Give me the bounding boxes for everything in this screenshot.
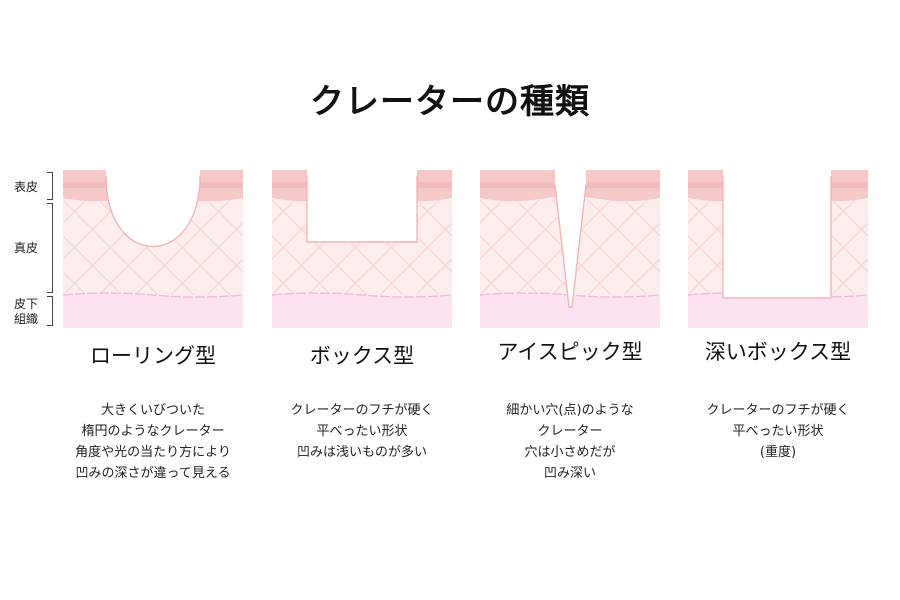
dermis-fiber (623, 199, 660, 296)
desc-line: 凹みの深さが違って見える (75, 466, 231, 481)
bracket-epidermis (46, 172, 53, 200)
dermis-fiber (379, 199, 452, 296)
desc-line: (重度) (759, 445, 797, 460)
skin-diagram-boxcar-svg (272, 170, 452, 328)
subcutaneous-boundary (63, 292, 243, 298)
dermis-fiber (206, 199, 243, 296)
subcutaneous-layer (688, 293, 868, 328)
bracket-subcutaneous (46, 296, 53, 326)
desc-icepick: 細かい穴(点)のような クレーター 穴は小さめだが 凹み深い (460, 400, 680, 484)
dermis-fiber (134, 199, 231, 296)
desc-line: 角度や光の当たり方により (75, 445, 231, 460)
dermis-fiber (170, 199, 243, 296)
dermis-fiber (688, 199, 712, 296)
skin-diagram-boxcar (272, 170, 452, 328)
dermis-fiber (480, 199, 504, 296)
desc-line: クレーターのフチが硬く (290, 403, 434, 418)
type-name-boxcar: ボックス型 (309, 344, 415, 368)
skin-diagram-icepick-svg (480, 170, 660, 328)
skin-diagram-deep-boxcar-svg (688, 170, 868, 328)
crater-outline (306, 176, 418, 243)
dermis-fiber (480, 199, 540, 296)
crater-outline (554, 184, 587, 308)
desc-rolling: 大きくいびついた 楕円のようなクレーター 角度や光の当たり方により 凹みの深さが… (43, 400, 263, 484)
epidermis-stratum (63, 182, 243, 188)
desc-line: 大きくいびついた (100, 403, 205, 418)
desc-line: 凹み深い (543, 466, 596, 481)
layer-label-dermis: 真皮 (13, 241, 38, 255)
type-name-deep-boxcar: 深いボックス型 (704, 340, 852, 364)
type-name-rolling: ローリング型 (90, 344, 216, 368)
layer-label-subcutaneous: 皮下 組織 (13, 297, 38, 326)
desc-line: クレーターのフチが硬く (706, 403, 850, 418)
subcutaneous-layer (272, 293, 452, 328)
dermis-fiber (63, 199, 87, 296)
subcutaneous-boundary (272, 292, 452, 298)
desc-line: 穴は小さめだが (524, 445, 616, 460)
skin-layers (63, 170, 243, 328)
page-title: クレーターの種類 (310, 82, 590, 122)
type-name-icepick: アイスピック型 (497, 340, 643, 364)
dermis-fiber (623, 199, 660, 296)
desc-line: 平べったい形状 (316, 424, 408, 439)
dermis-fiber (415, 199, 452, 296)
epidermis-stratum (688, 182, 868, 188)
desc-line: 細かい穴(点)のような (506, 403, 634, 418)
dermis-fiber (63, 199, 87, 296)
skin-layers (688, 170, 868, 328)
skin-diagram-rolling (63, 170, 243, 328)
subcutaneous-layer (480, 293, 660, 328)
layer-label-epidermis: 表皮 (13, 180, 38, 194)
desc-boxcar: クレーターのフチが硬く 平べったい形状 凹みは浅いものが多い (252, 400, 472, 463)
dermis-fiber (688, 199, 712, 296)
dermis-fiber (723, 199, 820, 296)
subcutaneous-layer (63, 293, 243, 328)
epidermis-stratum (480, 182, 660, 188)
skin-diagram-icepick (480, 170, 660, 328)
dermis-fiber (343, 199, 440, 296)
crater-outline (722, 176, 832, 299)
epidermis-stratum (272, 182, 452, 188)
desc-line: 楕円のようなクレーター (81, 424, 225, 439)
desc-line: クレーター (537, 424, 603, 439)
dermis-fiber (272, 199, 296, 296)
dermis-fiber (831, 199, 868, 296)
dermis-fiber (587, 199, 660, 296)
desc-line: 平べったい形状 (732, 424, 824, 439)
dermis-fiber (272, 199, 296, 296)
desc-deep-boxcar: クレーターのフチが硬く 平べったい形状 (重度) (668, 400, 888, 463)
skin-layers (480, 170, 660, 328)
dermis-fiber (831, 199, 868, 296)
dermis-fiber (480, 199, 504, 296)
dermis-fiber (206, 199, 243, 296)
dermis-fiber (415, 199, 452, 296)
crater-outline (105, 175, 201, 247)
desc-line: 凹みは浅いものが多い (296, 445, 427, 460)
bracket-dermis (46, 203, 53, 293)
dermis-fiber (63, 199, 123, 296)
dermis-fiber (723, 199, 820, 296)
skin-diagram-rolling-svg (63, 170, 243, 328)
skin-layers (272, 170, 452, 328)
skin-diagram-deep-boxcar (688, 170, 868, 328)
